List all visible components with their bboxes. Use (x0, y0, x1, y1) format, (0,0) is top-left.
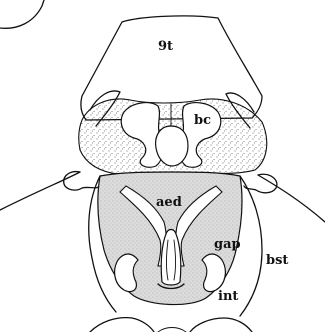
phallus-tube (161, 230, 181, 286)
label-gap: gap (214, 237, 241, 252)
right-body-outline (258, 175, 325, 222)
label-bc: bc (194, 113, 211, 128)
central-knob (156, 126, 188, 166)
bottom-right-lobe (190, 318, 252, 332)
label-9t: 9t (158, 39, 173, 54)
label-aed: aed (156, 195, 182, 210)
label-bst: bst (266, 253, 288, 268)
corner-arc-fragment (0, 0, 44, 28)
bottom-left-lobe (90, 318, 154, 332)
label-int: int (218, 289, 238, 304)
bottom-center-curve (158, 328, 186, 332)
left-body-outline (0, 172, 80, 210)
right-basistyle (240, 176, 262, 316)
